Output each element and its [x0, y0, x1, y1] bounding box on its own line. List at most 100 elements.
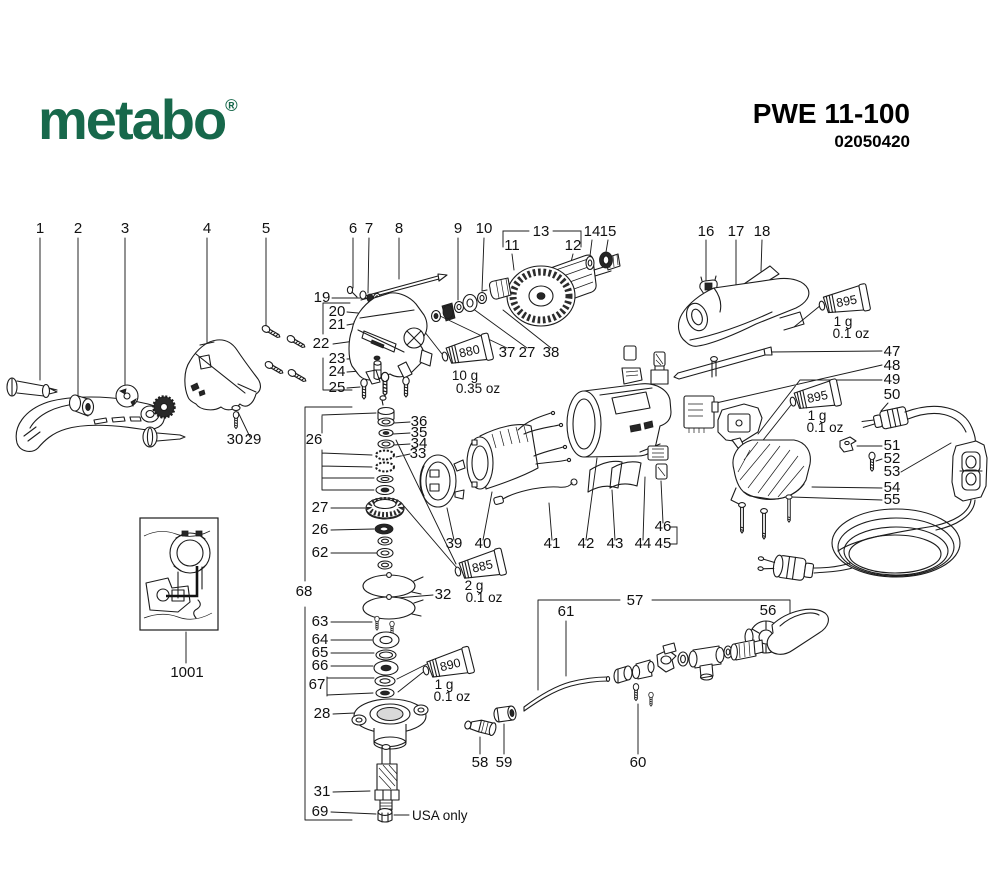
feed-screw-b [648, 691, 654, 707]
bearing-sleeve [599, 251, 613, 269]
spindle [374, 744, 400, 811]
part-label-37: 37 [499, 344, 516, 361]
tube-890-amount: 1 g [435, 677, 454, 692]
model-title: PWE 11-100 [752, 98, 910, 129]
armature [481, 253, 621, 327]
part-label-2: 2 [74, 220, 82, 237]
part-label-46: 46 [655, 518, 672, 535]
tube-895-upper-code: 895 [835, 292, 858, 310]
part-label-5: 5 [262, 220, 270, 237]
bearing-flange [351, 698, 429, 750]
part-label-32: 32 [435, 586, 452, 603]
feed-nut [493, 705, 517, 723]
cord-connector [861, 406, 909, 430]
part-label-58: 58 [472, 754, 489, 771]
tube-880-amount: 10 g [452, 368, 478, 383]
part-label-43: 43 [607, 535, 624, 552]
tube-885-amount: 2 g [465, 578, 484, 593]
baffle-screws [738, 494, 793, 540]
feed-handle [744, 608, 829, 655]
gear-housing-cap [184, 339, 261, 411]
part-label-49: 49 [884, 371, 901, 388]
part-label-68: 68 [296, 583, 313, 600]
brush-holder-set-upper [621, 345, 669, 385]
part-label-26: 26 [312, 521, 329, 538]
tube-890-oz: 0.1 oz [434, 689, 471, 704]
brush-holder-set-lower [647, 445, 669, 480]
crown-gear [365, 497, 405, 520]
part-label-30: 30 [227, 431, 244, 448]
armature-washer [585, 255, 595, 271]
fan-baffle [730, 439, 811, 505]
part-label-9: 9 [454, 220, 462, 237]
cable-clamp [839, 436, 857, 453]
motor-cover-area [677, 265, 810, 347]
grease-tube-890: 890 [422, 645, 475, 678]
part-label-42: 42 [578, 535, 595, 552]
part-label-63: 63 [312, 613, 329, 630]
part-label-17: 17 [728, 223, 745, 240]
tube-885-code: 885 [471, 557, 495, 575]
part-label-55: 55 [884, 491, 901, 508]
part-label-16: 16 [698, 223, 715, 240]
part-label-11: 11 [504, 237, 520, 254]
part-label-67: 67 [309, 676, 326, 693]
feed-hose [523, 676, 611, 712]
tube-895-lower-amount: 1 g [808, 408, 827, 423]
part-label-62: 62 [312, 544, 329, 561]
motor-housing [566, 383, 672, 458]
electronics-module [683, 395, 719, 433]
field-coil [466, 410, 572, 490]
clamp-screw [868, 451, 876, 472]
part-label-53: 53 [884, 463, 901, 480]
usa-only-note: USA only [412, 808, 468, 823]
part-label-20: 20 [329, 303, 346, 320]
grease-tube-895-upper: 895 [818, 283, 871, 314]
tube-880-code: 880 [458, 342, 482, 360]
part-label-44: 44 [635, 535, 652, 552]
bail-handle [15, 396, 165, 452]
tube-895-upper-oz: 0.1 oz [833, 326, 870, 341]
retaining-ring [373, 355, 381, 361]
part-label-22: 22 [313, 335, 330, 352]
cap-screw-washer [231, 404, 241, 430]
inline-switch [951, 440, 988, 502]
motor-cover [677, 277, 810, 347]
part-label-29: 29 [245, 431, 262, 448]
part-label-64: 64 [312, 631, 329, 648]
part-label-8: 8 [395, 220, 403, 237]
leader-lines [39, 230, 952, 821]
grease-tube-880: 880 [441, 332, 494, 364]
part-label-69: 69 [312, 803, 329, 820]
feed-screw-a [632, 683, 640, 702]
tube-880-oz: 0.35 oz [456, 381, 501, 396]
part-label-27: 27 [519, 344, 536, 361]
bearing-shield [419, 454, 466, 508]
part-label-23: 23 [329, 350, 346, 367]
part-label-25: 25 [329, 379, 346, 396]
lead-wire [493, 478, 578, 505]
handle-knob [115, 384, 139, 408]
part-label-36: 36 [411, 413, 428, 430]
part-label-18: 18 [754, 223, 771, 240]
part-label-7: 7 [365, 220, 373, 237]
part-label-52: 52 [884, 450, 901, 467]
spindle-nut [377, 808, 393, 823]
cord-coil [831, 508, 961, 578]
clamp-rings [362, 572, 424, 620]
part-label-12: 12 [565, 237, 582, 254]
part-label-60: 60 [630, 754, 647, 771]
tube-895-lower-oz: 0.1 oz [807, 420, 844, 435]
part-label-14: 14 [584, 223, 601, 240]
part-label-1001: 1001 [170, 664, 203, 681]
tube-895-upper-amount: 1 g [834, 314, 853, 329]
side-handle-assembly [6, 323, 309, 452]
housing-screws [260, 323, 309, 385]
part-label-56: 56 [760, 602, 777, 619]
handle-roller [68, 394, 95, 417]
gear-housing [348, 292, 433, 385]
part-label-57: 57 [627, 592, 644, 609]
